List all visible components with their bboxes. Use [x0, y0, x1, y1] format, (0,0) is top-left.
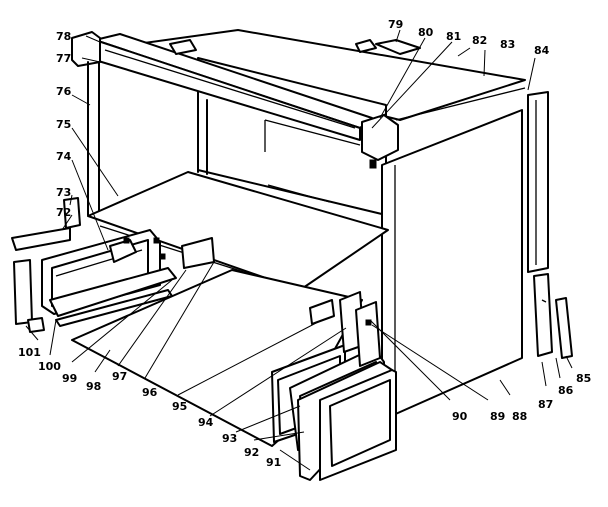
callout-83: 83	[500, 38, 515, 51]
callout-99: 99	[62, 372, 77, 385]
callout-91: 91	[266, 456, 281, 469]
callout-labels: 78 77 76 75 74 73 72 79 80 81 82 83 84 8…	[18, 18, 591, 469]
top-rail	[71, 31, 421, 141]
callout-73: 73	[56, 186, 71, 199]
callout-81: 81	[446, 30, 461, 43]
callout-98: 98	[86, 380, 101, 393]
callout-92: 92	[244, 446, 259, 459]
left-post	[87, 61, 100, 216]
callout-97: 97	[112, 370, 127, 383]
callout-88: 88	[512, 410, 527, 423]
callout-72: 72	[56, 206, 71, 219]
right-side-panel	[381, 91, 549, 421]
callout-79: 79	[388, 18, 403, 31]
callout-86: 86	[558, 384, 574, 397]
callout-93: 93	[222, 432, 237, 445]
leader-lines	[25, 29, 573, 471]
callout-74: 74	[56, 150, 72, 163]
trim-strips	[339, 291, 381, 367]
callout-82: 82	[472, 34, 487, 47]
callout-87: 87	[538, 398, 553, 411]
callout-75: 75	[56, 118, 71, 131]
callout-78: 78	[56, 30, 71, 43]
center-post	[197, 97, 208, 175]
front-door-frames	[271, 344, 397, 481]
callout-77: 77	[56, 52, 71, 65]
callout-80: 80	[418, 26, 434, 39]
callout-101: 101	[18, 346, 41, 359]
callout-89: 89	[490, 410, 505, 423]
callout-90: 90	[452, 410, 468, 423]
callout-76: 76	[56, 85, 72, 98]
callout-85: 85	[576, 372, 591, 385]
callout-100: 100	[38, 360, 61, 373]
callout-94: 94	[198, 416, 214, 429]
callout-95: 95	[172, 400, 187, 413]
hinge-parts	[533, 273, 573, 359]
callout-84: 84	[534, 44, 550, 57]
callout-96: 96	[142, 386, 158, 399]
